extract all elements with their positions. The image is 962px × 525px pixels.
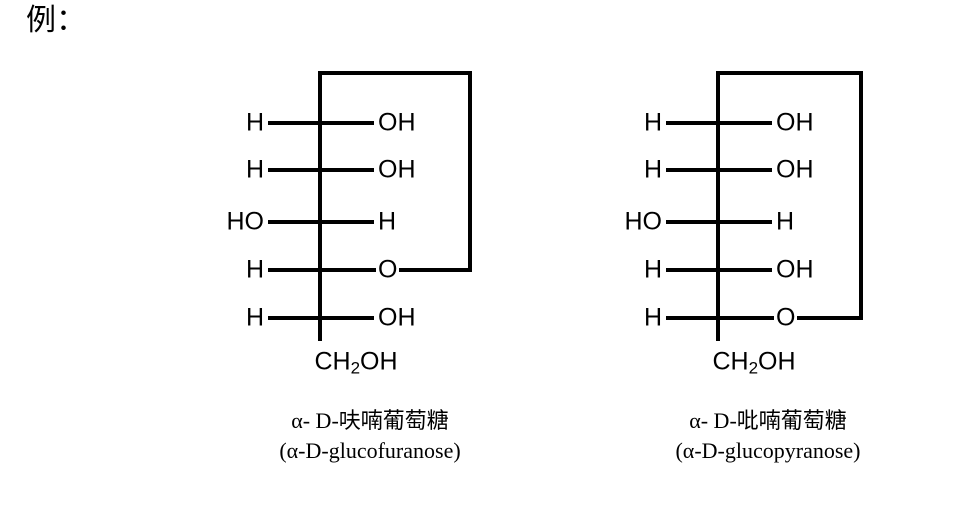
atom-label-terminal: CH2OH [710, 347, 798, 378]
caption-glucofuranose: α- D-呋喃葡萄糖 (α-D-glucofuranose) [150, 406, 590, 465]
atom-label-left-row-5: H [243, 303, 266, 332]
atom-label-left-row-1: H [641, 108, 664, 137]
atom-label-right-row-4: OH [774, 255, 816, 284]
atom-label-left-row-2: H [243, 155, 266, 184]
atom-label-right-row-5: OH [376, 303, 418, 332]
atom-label-right-row-2: OH [774, 155, 816, 184]
caption-glucopyranose: α- D-吡喃葡萄糖 (α-D-glucopyranose) [548, 406, 962, 465]
fischer-projection-skeleton-furanose [268, 71, 472, 341]
atom-label-left-row-4: H [243, 255, 266, 284]
atom-label-right-row-1: OH [774, 108, 816, 137]
atom-label-right-row-2: OH [376, 155, 418, 184]
example-label: 例： [26, 4, 86, 37]
caption-english-furanose: (α-D-glucofuranose) [279, 437, 461, 463]
atom-label-right-row-1: OH [376, 108, 418, 137]
atom-label-left-row-5: H [641, 303, 664, 332]
atom-label-terminal: CH2OH [312, 347, 400, 378]
atom-label-left-row-2: H [641, 155, 664, 184]
caption-chinese-furanose: α- D-呋喃葡萄糖 [291, 408, 449, 433]
atom-label-left-row-4: H [641, 255, 664, 284]
atom-label-right-row-5: O [774, 303, 798, 332]
atom-label-left-row-1: H [243, 108, 266, 137]
caption-english-pyranose: (α-D-glucopyranose) [675, 437, 861, 463]
atom-label-right-row-4: O [376, 255, 400, 284]
caption-chinese-pyranose: α- D-吡喃葡萄糖 [689, 408, 847, 433]
atom-label-right-row-3: H [774, 207, 797, 236]
atom-label-left-row-3: HO [224, 207, 266, 236]
atom-label-left-row-3: HO [622, 207, 664, 236]
atom-label-right-row-3: H [376, 207, 399, 236]
